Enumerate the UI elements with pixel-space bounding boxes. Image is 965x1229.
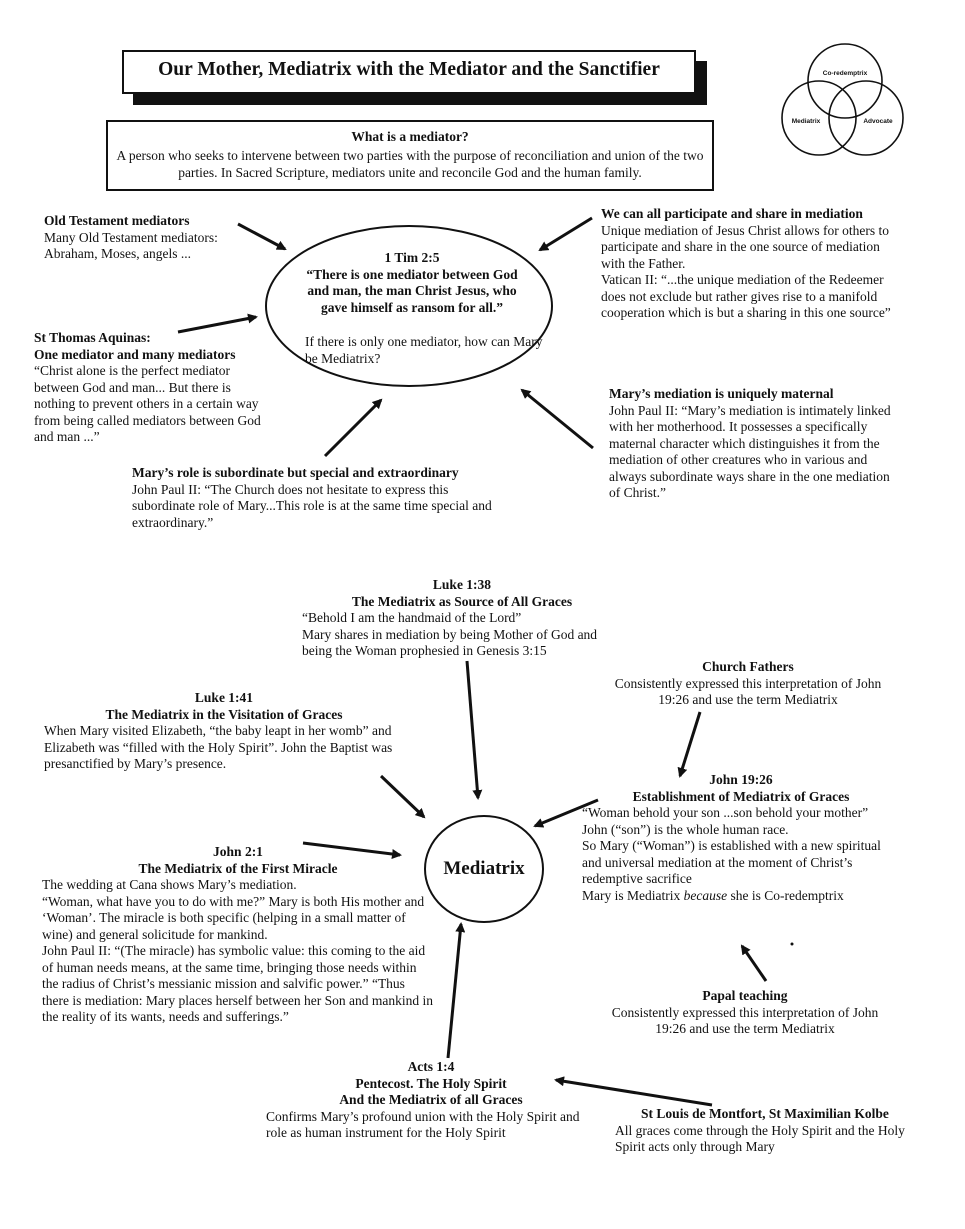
definition-question: What is a mediator? (351, 129, 469, 144)
acts14-ref: Acts 1:4 (407, 1059, 455, 1074)
old-testament-text: Many Old Testament mediators: Abraham, M… (44, 229, 218, 262)
arrow-fathers (677, 711, 702, 778)
john21-block: John 2:1 The Mediatrix of the First Mira… (42, 844, 434, 1026)
subordinate-text: John Paul II: “The Church does not hesit… (132, 481, 492, 530)
luke141-block: Luke 1:41 The Mediatrix in the Visitatio… (44, 690, 404, 773)
subordinate-block: Mary’s role is subordinate but special a… (132, 465, 510, 531)
arrow-luke138 (465, 660, 483, 800)
luke138-quote: “Behold I am the handmaid of the Lord” (302, 610, 522, 625)
participate-vatican: Vatican II: “...the unique mediation of … (601, 272, 891, 320)
aquinas-text: “Christ alone is the perfect mediator be… (34, 363, 261, 444)
john1926-ref: John 19:26 (709, 772, 773, 787)
luke141-ref: Luke 1:41 (194, 690, 254, 705)
luke138-heading: The Mediatrix as Source of All Graces (351, 593, 573, 609)
john1926-quote: “Woman behold your son ...son behold you… (582, 805, 869, 820)
arrow-maternal (520, 388, 594, 450)
john1926-heading: Establishment of Mediatrix of Graces (632, 788, 850, 804)
luke138-ref: Luke 1:38 (432, 577, 492, 592)
john1926-block: John 19:26 Establishment of Mediatrix of… (582, 772, 900, 904)
venn-label-advocate: Advocate (863, 118, 893, 125)
page-title: Our Mother, Mediatrix with the Mediator … (158, 59, 660, 80)
participate-heading: We can all participate and share in medi… (601, 206, 863, 221)
papal-text: Consistently expressed this interpretati… (611, 1004, 879, 1037)
john1926-son: John (“son”) is the whole human race. (582, 821, 789, 837)
papal-block: Papal teaching Consistently expressed th… (604, 988, 886, 1038)
mediatrix-label: Mediatrix (443, 858, 525, 879)
aquinas-subheading: One mediator and many mediators (34, 346, 236, 362)
john21-text3: John Paul II: “(The miracle) has symboli… (42, 943, 434, 1024)
john21-text1: The wedding at Cana shows Mary’s mediati… (42, 877, 297, 892)
john1926-because: Mary is Mediatrix because she is Co-rede… (582, 887, 844, 903)
stray-dot (790, 942, 794, 946)
mediatrix-ellipse (424, 815, 544, 923)
papal-heading: Papal teaching (702, 988, 788, 1003)
acts14-text: Confirms Mary’s profound union with the … (266, 1108, 580, 1141)
old-testament-heading: Old Testament mediators (44, 213, 190, 228)
center-top-question: If there is only one mediator, how can M… (305, 334, 543, 366)
venn-diagram (781, 43, 904, 156)
tim-quote: “There is one mediator between God and m… (306, 266, 518, 315)
venn-label-coredemptrix: Co-redemptrix (823, 70, 868, 77)
acts14-subheading: And the Mediatrix of all Graces (339, 1092, 523, 1107)
luke138-text: Mary shares in mediation by being Mother… (302, 626, 598, 659)
fathers-text: Consistently expressed this interpretati… (614, 675, 882, 708)
center-top-text: 1 Tim 2:5 “There is one mediator between… (298, 250, 526, 316)
fathers-block: Church Fathers Consistently expressed th… (612, 659, 884, 709)
definition-text: A person who seeks to intervene between … (116, 148, 704, 180)
arrow-john21 (302, 841, 402, 859)
john21-ref: John 2:1 (213, 844, 263, 859)
maternal-text: John Paul II: “Mary’s mediation is intim… (609, 402, 891, 501)
arrow-aquinas (177, 313, 258, 334)
luke141-text: When Mary visited Elizabeth, “the baby l… (44, 723, 393, 771)
arrow-old-testament (237, 222, 287, 251)
fathers-heading: Church Fathers (702, 659, 794, 674)
montfort-text: All graces come through the Holy Spirit … (615, 1122, 905, 1155)
maternal-block: Mary’s mediation is uniquely maternal Jo… (609, 386, 899, 502)
definition-box: What is a mediator? A person who seeks t… (106, 120, 714, 191)
venn-label-mediatrix: Mediatrix (792, 118, 821, 125)
subordinate-heading: Mary’s role is subordinate but special a… (132, 465, 459, 480)
luke141-heading: The Mediatrix in the Visitation of Grace… (105, 706, 343, 722)
aquinas-block: St Thomas Aquinas: One mediator and many… (34, 330, 266, 446)
john21-heading: The Mediatrix of the First Miracle (138, 860, 338, 876)
arrow-participate (538, 216, 593, 252)
tim-ref: 1 Tim 2:5 (384, 250, 440, 265)
center-top-ellipse (265, 225, 553, 387)
arrow-luke141 (379, 774, 426, 819)
acts14-heading: Pentecost. The Holy Spirit (355, 1075, 507, 1091)
montfort-heading: St Louis de Montfort, St Maximilian Kolb… (641, 1106, 889, 1121)
arrow-acts14 (446, 922, 466, 1059)
arrow-subordinate (323, 398, 383, 458)
acts14-block: Acts 1:4 Pentecost. The Holy Spirit And … (266, 1059, 596, 1142)
john21-text2: “Woman, what have you to do with me?” Ma… (42, 893, 425, 942)
old-testament-block: Old Testament mediators Many Old Testame… (44, 213, 244, 263)
aquinas-heading: St Thomas Aquinas: (34, 330, 151, 345)
maternal-heading: Mary’s mediation is uniquely maternal (609, 386, 834, 401)
arrow-papal (740, 944, 768, 982)
montfort-block: St Louis de Montfort, St Maximilian Kolb… (615, 1106, 915, 1156)
luke138-block: Luke 1:38 The Mediatrix as Source of All… (302, 577, 622, 660)
john1926-woman: So Mary (“Woman”) is established with a … (582, 838, 881, 886)
title-box: Our Mother, Mediatrix with the Mediator … (122, 50, 696, 94)
participate-text: Unique mediation of Jesus Christ allows … (601, 222, 889, 271)
arrow-john1926 (533, 798, 599, 828)
participate-block: We can all participate and share in medi… (601, 206, 906, 322)
arrow-montfort (554, 1076, 713, 1107)
